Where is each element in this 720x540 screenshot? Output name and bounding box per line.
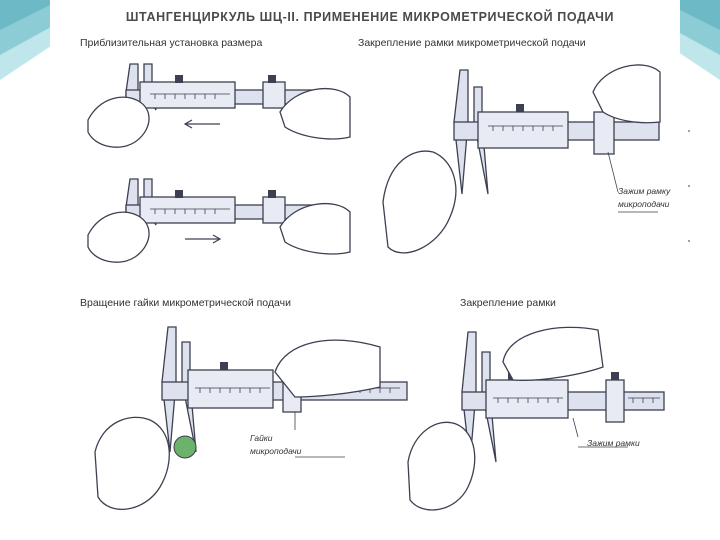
side-dot: [688, 240, 690, 242]
right-hand: [502, 326, 604, 381]
slide-title: ШТАНГЕНЦИРКУЛЬ ШЦ-II. ПРИМЕНЕНИЕ МИКРОМЕ…: [125, 10, 615, 24]
left-hand: [94, 416, 170, 510]
side-dot: [688, 185, 690, 187]
caliper-bottom: [87, 178, 351, 263]
illustration-approx-setting: [87, 63, 351, 263]
callout-line: [572, 417, 579, 438]
right-hand-top: [279, 87, 351, 140]
callout-line: [607, 151, 619, 193]
slide: ШТАНГЕНЦИРКУЛЬ ШЦ-II. ПРИМЕНЕНИЕ МИКРОМЕ…: [50, 0, 680, 540]
side-dot: [688, 130, 690, 132]
caption-clamp-frame: Закрепление рамки: [460, 297, 556, 309]
left-hand: [407, 421, 476, 511]
right-hand: [274, 339, 381, 398]
arrow-left-icon: [183, 119, 220, 129]
left-hand-top: [87, 96, 150, 148]
callout-clamp-micro-1: Зажим рамку: [618, 186, 671, 196]
caption-clamp-frame-micro: Закрепление рамки микрометрической подач…: [358, 37, 586, 49]
illustration-clamp-frame-micro: [382, 64, 661, 254]
caption-approx-setting: Приблизительная установка размера: [80, 37, 263, 49]
right-hand: [592, 64, 661, 124]
callout-clamp-frame: Зажим рамки: [587, 438, 640, 448]
illustration-rotate-nut: [94, 326, 408, 510]
callout-clamp-micro-2: микроподачи: [618, 199, 670, 209]
knurled-nut-icon: [173, 435, 197, 459]
left-hand: [382, 150, 457, 254]
callout-nut-2: микроподачи: [250, 446, 302, 456]
callout-nut-1: Гайки: [250, 433, 273, 443]
caption-rotate-nut: Вращение гайки микрометрической подачи: [80, 297, 291, 309]
illustration-clamp-frame: [407, 326, 665, 511]
